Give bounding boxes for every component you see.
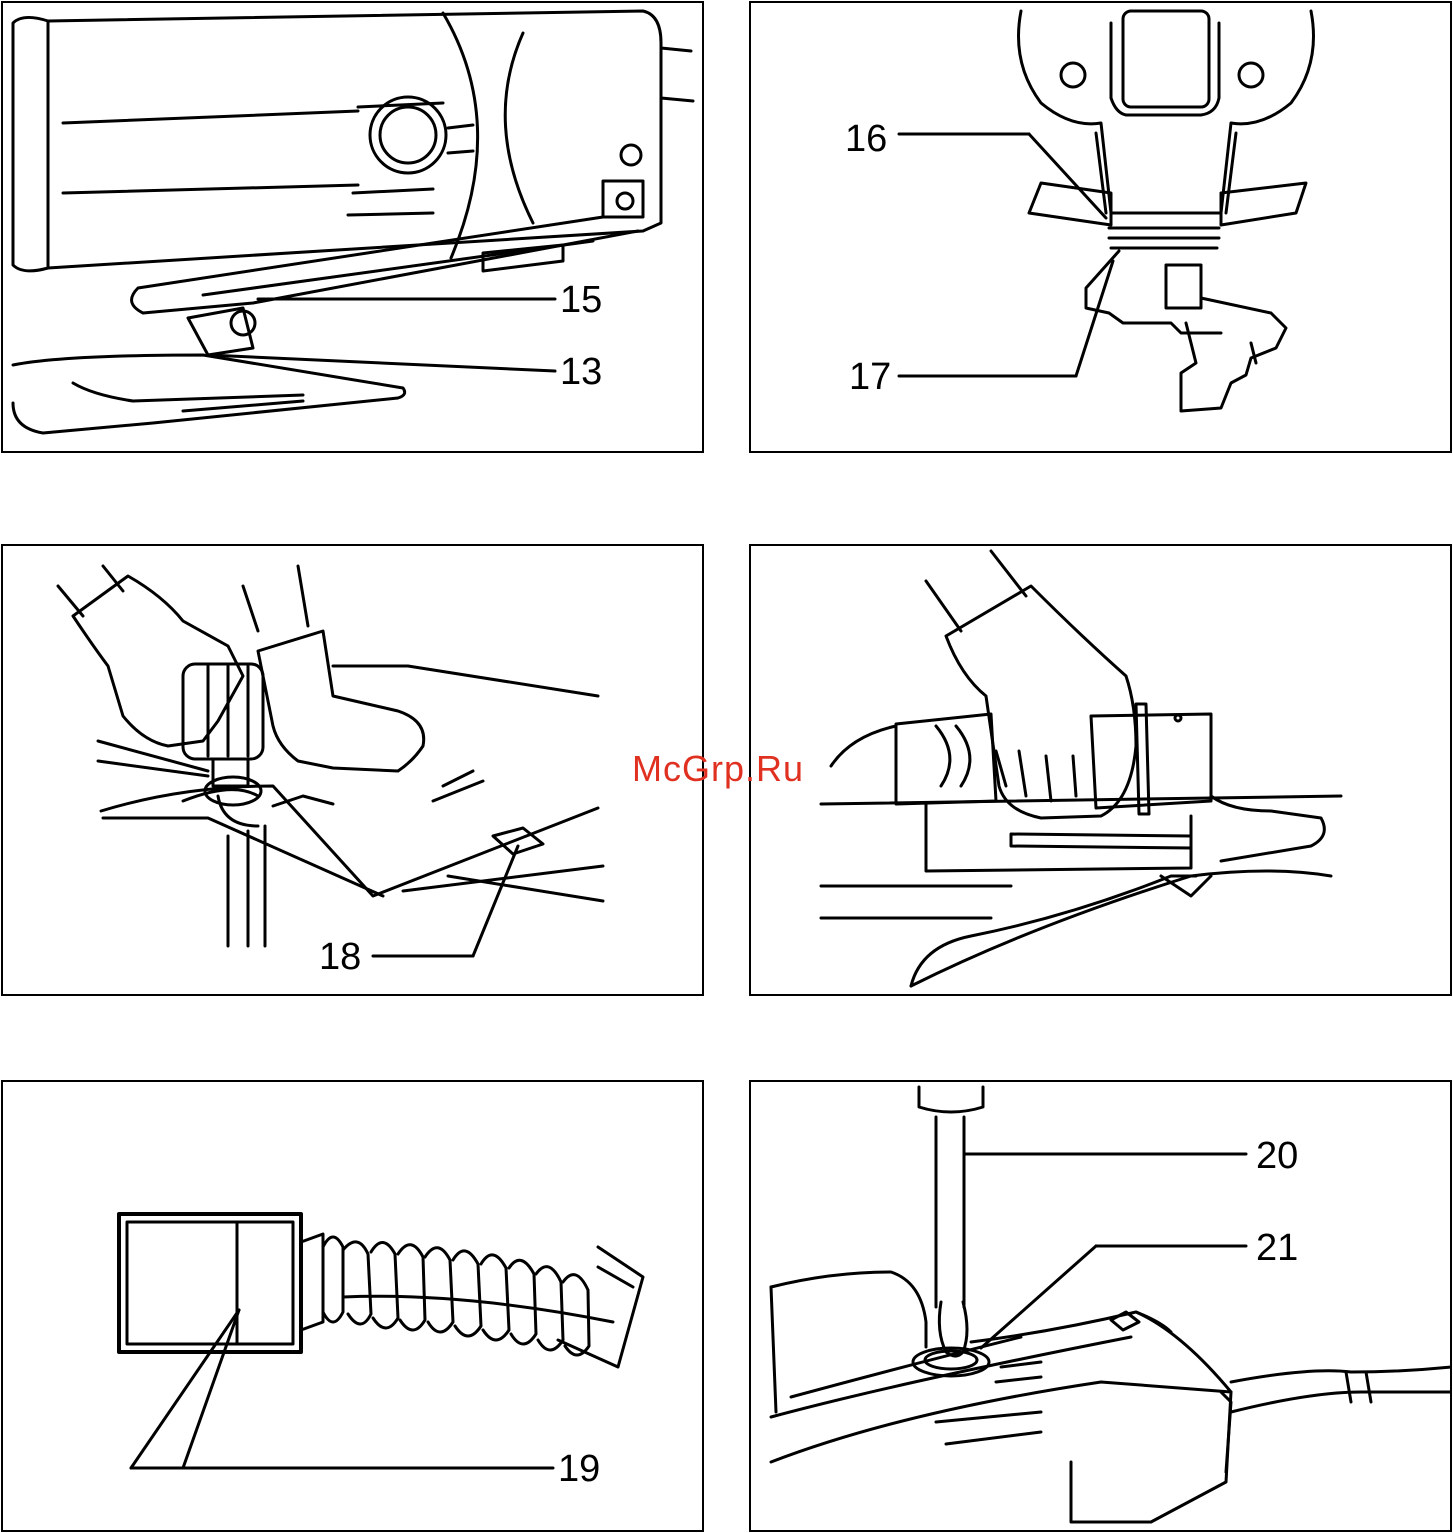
watermark-text: McGrp.Ru [632, 748, 804, 790]
callout-18: 18 [319, 938, 361, 976]
figure-panel-6: 20 21 [749, 1080, 1452, 1532]
figure-panel-1: 15 13 [1, 1, 704, 453]
figure-panel-3: 18 [1, 544, 704, 996]
callout-20: 20 [1256, 1137, 1298, 1175]
callout-13: 13 [560, 353, 602, 391]
callout-21: 21 [1256, 1229, 1298, 1267]
callout-19: 19 [558, 1450, 600, 1488]
callout-16: 16 [845, 120, 887, 158]
figure-panel-2: 16 17 [749, 1, 1452, 453]
figure-panel-5: 19 [1, 1080, 704, 1532]
callout-15: 15 [560, 281, 602, 319]
sheet-cutting-drawing [3, 546, 704, 996]
shear-in-use-drawing [751, 546, 1452, 996]
callout-17: 17 [849, 358, 891, 396]
brush-cap-removal-drawing [751, 1082, 1452, 1532]
figure-panel-4 [749, 544, 1452, 996]
